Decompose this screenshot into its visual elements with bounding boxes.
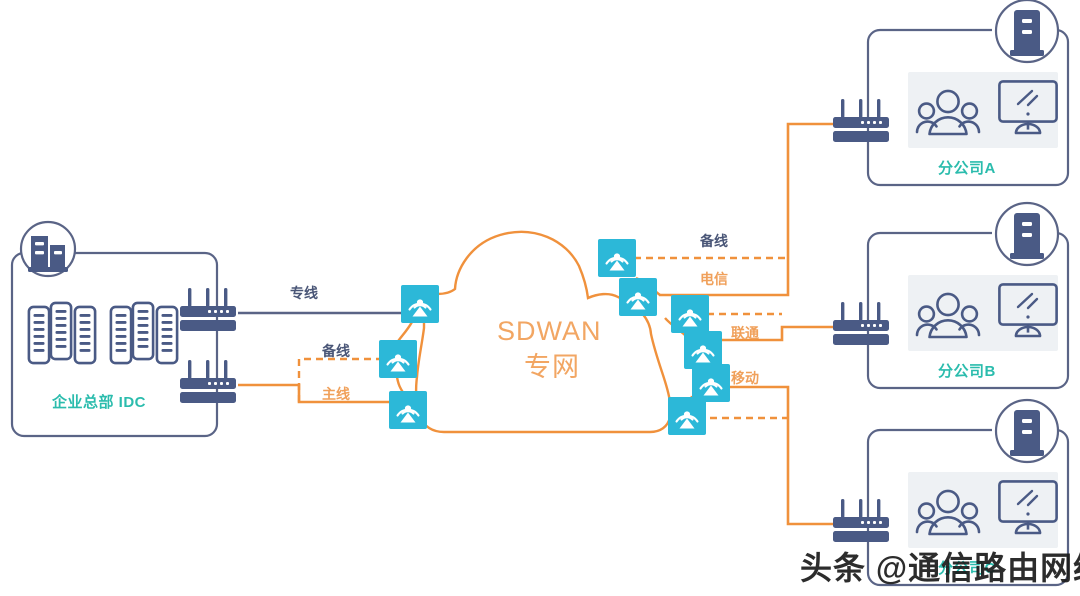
watermark-text: 头条 @通信路由网络: [800, 550, 1080, 586]
cell-tower-icon[interactable]: [669, 293, 711, 335]
hq-router-backup[interactable]: [180, 360, 236, 403]
hq-router-primary[interactable]: [180, 288, 236, 331]
cell-tower-icon[interactable]: [399, 283, 441, 325]
branch-a-router[interactable]: [833, 99, 889, 142]
office-tower-icon: [1010, 10, 1044, 56]
cell-tower-icon[interactable]: [666, 395, 708, 437]
wire-backup-line-left: [297, 357, 383, 402]
wire-unicom-line: [704, 325, 833, 342]
branch-a-box-outline: [866, 28, 1070, 187]
cell-tower-icon[interactable]: [377, 338, 419, 380]
branch-b-router[interactable]: [833, 302, 889, 345]
cell-tower-icon[interactable]: [387, 389, 429, 431]
branch-b-box-outline: [866, 231, 1070, 390]
cell-tower-icon[interactable]: [617, 276, 659, 318]
branch-office-b-group: [833, 201, 1070, 390]
branch-c-router[interactable]: [833, 499, 889, 542]
wire-main-line: [238, 383, 394, 404]
hq-server-racks: [27, 301, 179, 365]
cell-tower-icon[interactable]: [682, 329, 724, 371]
office-tower-icon: [1010, 410, 1044, 456]
office-tower-icon: [1010, 213, 1044, 259]
cell-tower-icon[interactable]: [690, 362, 732, 404]
wire-mobile-line: [715, 385, 833, 526]
wire-telecom-line: [659, 122, 833, 297]
branch-office-a-group: [833, 0, 1070, 187]
cell-tower-icon[interactable]: [596, 237, 638, 279]
headquarters-group: [10, 220, 236, 438]
branch-c-panel: [908, 472, 1058, 548]
hq-box-outline: [10, 251, 219, 438]
branch-b-panel: [908, 275, 1058, 351]
branch-a-panel: [908, 72, 1058, 148]
branch-office-c-group: [833, 398, 1070, 587]
branch-c-box-outline: [866, 428, 1070, 587]
